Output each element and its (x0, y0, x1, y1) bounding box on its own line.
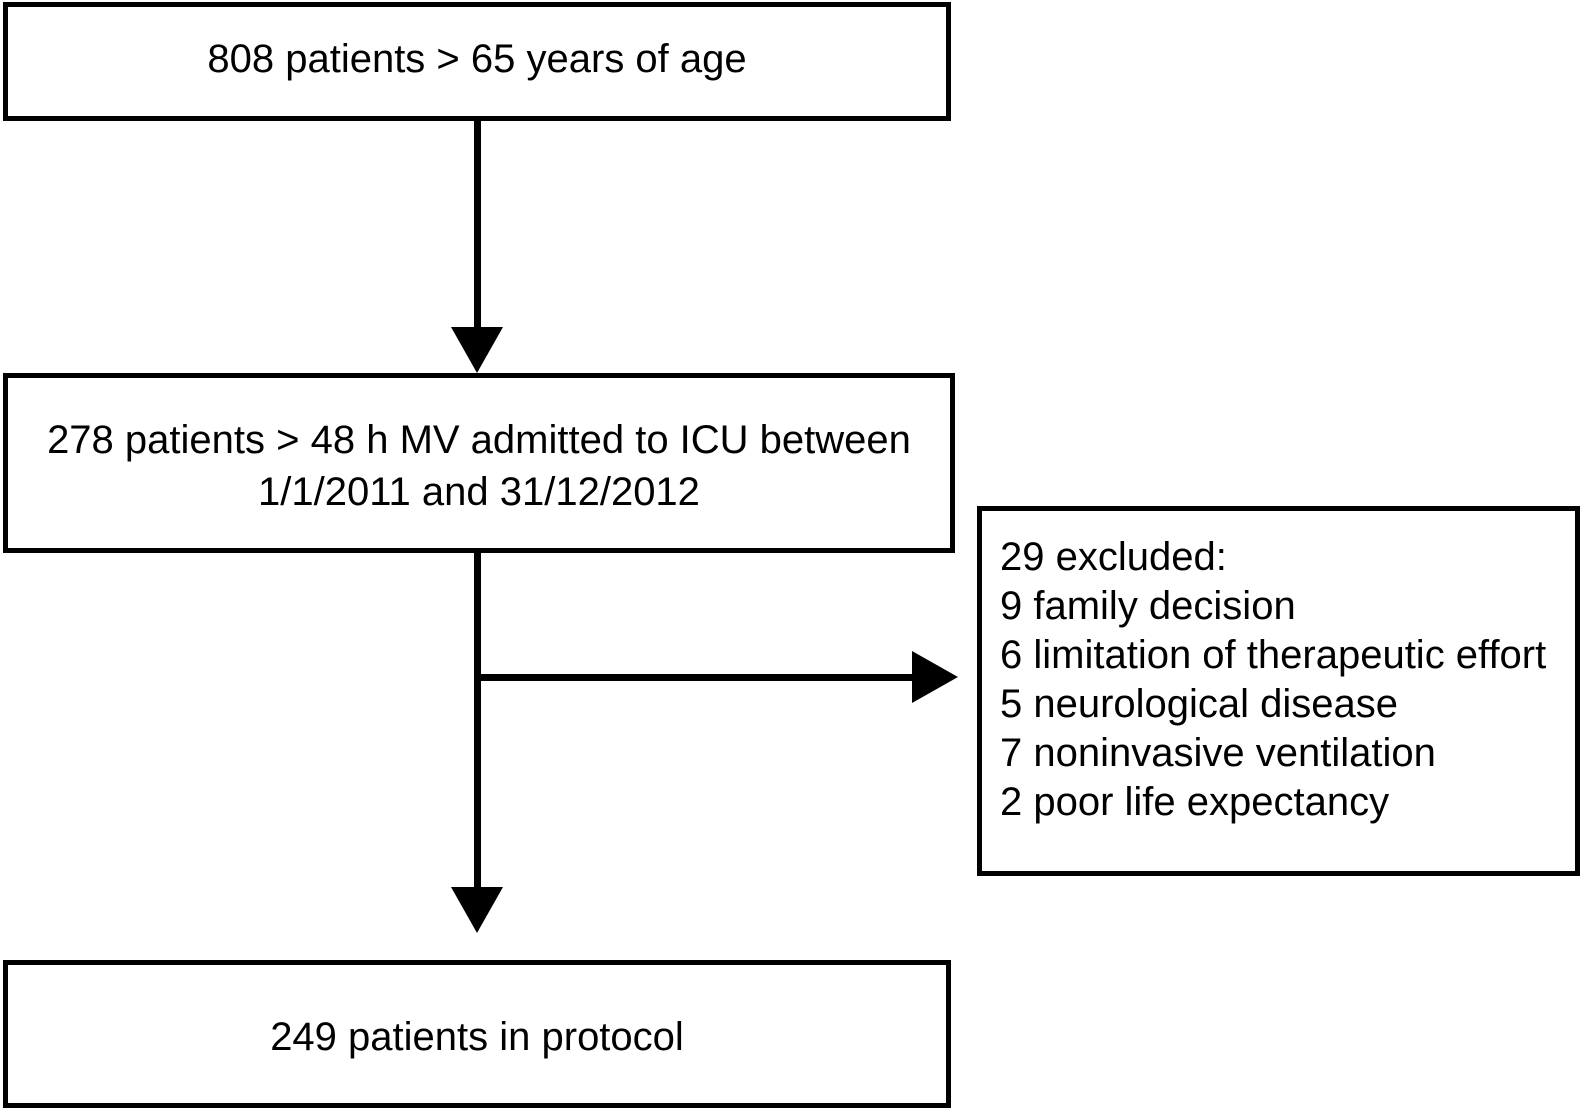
node-box-eligible: 278 patients > 48 h MV admitted to ICU b… (3, 373, 955, 553)
node-label-enrolled: 808 patients > 65 years of age (207, 36, 747, 81)
excluded-reason-item: 9 family decision (1000, 584, 1296, 628)
node-box-excluded: 29 excluded: 9 family decision 6 limitat… (977, 506, 1580, 876)
excluded-reason-item: 6 limitation of therapeutic effort (1000, 633, 1547, 677)
arrow-down-icon-eligible-to-protocol (451, 887, 503, 933)
excluded-reason-item: 7 noninvasive ventilation (1000, 731, 1436, 775)
node-box-protocol: 249 patients in protocol (3, 960, 951, 1108)
excluded-reason-item: 2 poor life expectancy (1000, 780, 1390, 824)
node-label-protocol: 249 patients in protocol (270, 1015, 684, 1059)
arrow-right-icon-eligible-to-excluded (912, 651, 958, 703)
excluded-reason-list: 29 excluded: 9 family decision 6 limitat… (982, 511, 1575, 827)
connector-enrolled-to-eligible-line (474, 121, 481, 329)
node-box-enrolled: 808 patients > 65 years of age (3, 2, 951, 121)
connector-eligible-to-protocol-line (474, 553, 481, 889)
arrow-down-icon-enrolled-to-eligible (451, 327, 503, 373)
excluded-heading: 29 excluded: (1000, 535, 1227, 579)
excluded-reason-item: 5 neurological disease (1000, 682, 1399, 726)
node-label-eligible: 278 patients > 48 h MV admitted to ICU b… (47, 418, 911, 514)
connector-eligible-to-excluded-line (477, 674, 914, 681)
